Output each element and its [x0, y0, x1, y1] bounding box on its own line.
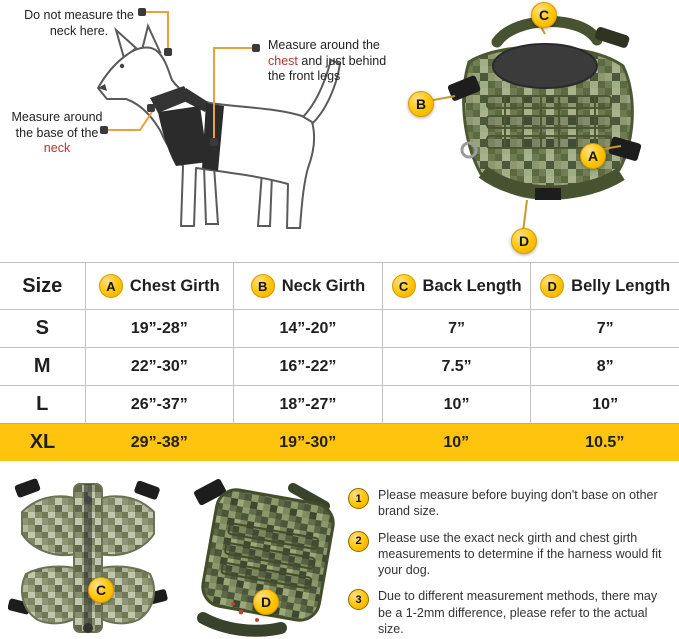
chest-girth-cell: 26”-37” — [84, 386, 234, 423]
header-cell-chest-girth: A Chest Girth — [84, 263, 234, 309]
belly-length-cell: 7” — [530, 310, 679, 347]
marker-d-bottom: D — [253, 589, 279, 615]
header-cell-size: Size — [22, 274, 63, 297]
marker-c: C — [531, 2, 557, 28]
chest-girth-cell: 19”-28” — [84, 310, 234, 347]
note-number-badge: 2 — [348, 530, 369, 552]
chest-word: chest — [268, 53, 298, 68]
marker-d: D — [511, 228, 537, 254]
table-row-s: S 19”-28” 14”-20” 7” 7” — [0, 309, 679, 347]
front-plate-photo — [7, 478, 168, 636]
note-text: Please use the exact neck girth and ches… — [378, 530, 662, 578]
back-plate-illustration — [194, 478, 335, 637]
size-cell: XL — [29, 431, 56, 453]
note-number-badge: 1 — [348, 488, 369, 509]
marker-b-icon: B — [250, 274, 275, 298]
back-length-cell: 7” — [381, 310, 531, 347]
header-cell-back-length: C Back Length — [381, 263, 531, 309]
header-cell-neck-girth: B Neck Girth — [233, 263, 382, 309]
marker-a: A — [580, 143, 606, 169]
note-item-2: 2 Please use the exact neck girth and ch… — [348, 530, 674, 579]
neck-girth-cell: 19”-30” — [279, 433, 337, 451]
marker-b: B — [408, 91, 434, 117]
back-length-cell: 7.5” — [381, 348, 531, 385]
neck-note: Measure around the base of the neck — [11, 110, 103, 156]
belly-length-cell: 10.5” — [585, 433, 625, 451]
chest-note: Measure around the chest and just behind… — [268, 38, 387, 84]
note-text: Due to different measurement methods, th… — [378, 589, 658, 636]
table-row-m: M 22”-30” 16”-22” 7.5” 8” — [0, 347, 679, 385]
chest-girth-cell: 22”-30” — [84, 348, 234, 385]
note-item-3: 3 Due to different measurement methods, … — [348, 588, 674, 637]
table-row-xl-highlighted: XL 29”-38” 19”-30” 10” 10.5” — [0, 423, 679, 461]
notes-list: 1 Please measure before buying don't bas… — [348, 487, 674, 639]
no-neck-note: Do not measure the neck here. — [24, 8, 134, 38]
back-plate-photo — [175, 478, 340, 638]
marker-c-icon: C — [391, 274, 416, 298]
chest-girth-cell: 29”-38” — [130, 433, 188, 451]
harness-photo — [385, 0, 679, 262]
size-cell: M — [33, 355, 51, 377]
neck-girth-cell: 18”-27” — [233, 386, 382, 423]
size-cell: L — [36, 393, 49, 415]
belly-length-cell: 8” — [530, 348, 679, 385]
belly-length-cell: 10” — [530, 386, 679, 423]
dog-line-art — [97, 8, 342, 229]
marker-c-bottom: C — [88, 577, 114, 603]
marker-d-icon: D — [540, 274, 565, 298]
back-length-cell: 10” — [443, 433, 470, 451]
note-item-1: 1 Please measure before buying don't bas… — [348, 487, 674, 520]
neck-girth-cell: 16”-22” — [233, 348, 382, 385]
front-plate-illustration — [7, 478, 168, 633]
size-table: Size A Chest Girth B Neck Girth C Back L… — [0, 262, 679, 461]
harness-illustration — [422, 15, 642, 233]
back-length-cell: 10” — [381, 386, 531, 423]
table-header-row: Size A Chest Girth B Neck Girth C Back L… — [0, 262, 679, 309]
note-text: Please measure before buying don't base … — [378, 488, 658, 519]
note-number-badge: 3 — [348, 589, 369, 611]
header-cell-belly-length: D Belly Length — [530, 263, 679, 309]
marker-a-icon: A — [98, 274, 123, 298]
neck-girth-cell: 14”-20” — [233, 310, 382, 347]
neck-word: neck — [43, 141, 71, 156]
table-row-l: L 26”-37” 18”-27” 10” 10” — [0, 385, 679, 423]
size-cell: S — [35, 317, 49, 339]
dog-measurement-diagram: Do not measure the neck here. Measure ar… — [0, 0, 386, 262]
